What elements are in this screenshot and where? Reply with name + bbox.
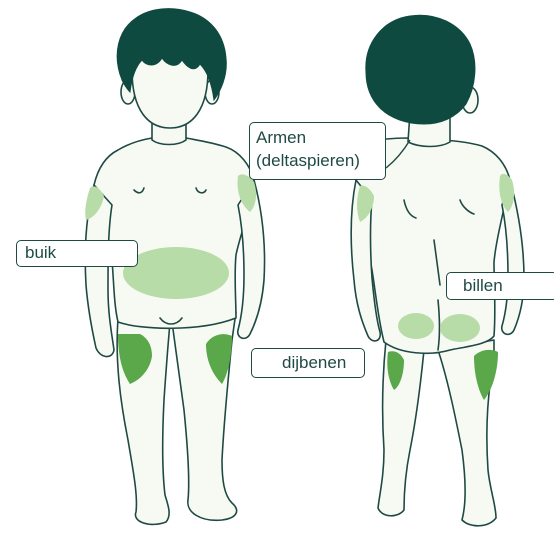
back-left-buttock-zone (398, 313, 434, 339)
arms-label-line1: Armen (256, 126, 379, 149)
back-right-buttock-zone (440, 314, 480, 342)
buttocks-label: billen (446, 272, 554, 300)
thighs-label: dijbenen (251, 348, 365, 378)
arms-label-line2: (deltaspieren) (256, 149, 379, 172)
back-hair (366, 15, 475, 124)
front-torso (94, 138, 254, 328)
front-belly-zone (123, 247, 229, 299)
belly-label: buik (16, 240, 138, 267)
arms-deltoids-label: Armen (deltaspieren) (249, 122, 386, 180)
